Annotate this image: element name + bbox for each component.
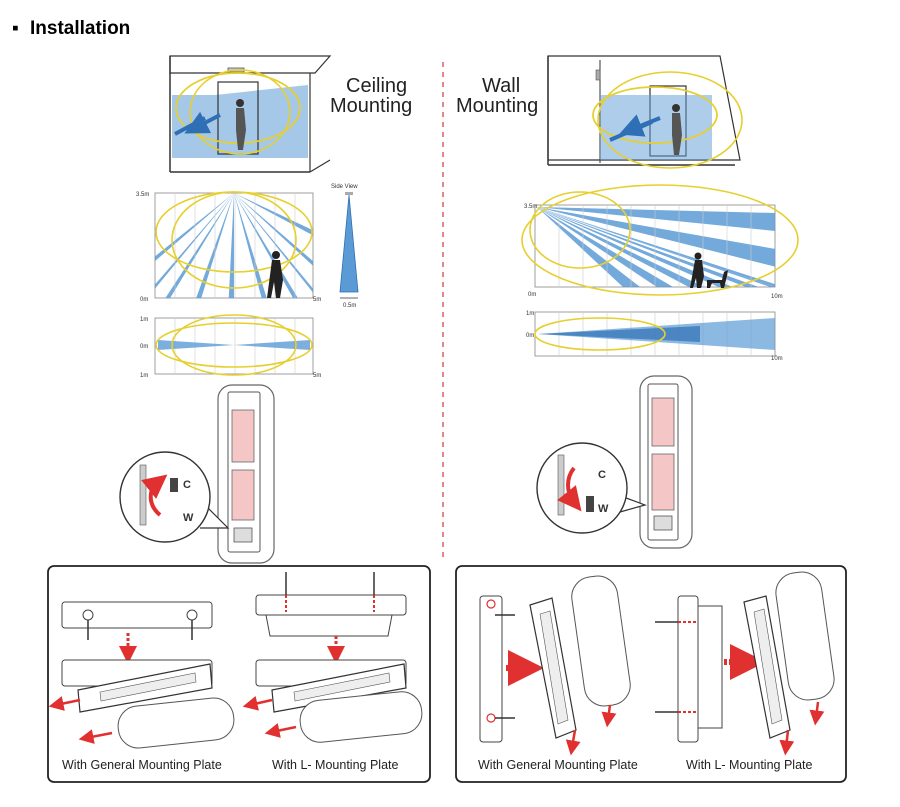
detection-beam [537, 207, 775, 267]
ceiling-height-label: 3.5m [136, 192, 149, 198]
wall-l-plate-illustration [655, 571, 835, 756]
detection-beam [537, 207, 775, 287]
detection-beam [537, 207, 641, 287]
detection-beam [537, 207, 705, 287]
section-title: Installation [30, 18, 130, 39]
section-bullet: ▪ [12, 18, 19, 39]
wall-dial-callout [536, 442, 647, 534]
wall-floor-label: 0m [528, 292, 536, 298]
detection-beam [234, 193, 298, 298]
detection-beam [196, 193, 234, 298]
detection-beam [155, 193, 234, 289]
caption-ceiling-l: With L- Mounting Plate [272, 758, 398, 772]
side-view-label: Side View [331, 184, 358, 190]
detection-beam [234, 193, 313, 236]
detection-beam [234, 193, 313, 293]
ceiling-top-label-mid: 0m [140, 344, 148, 350]
ceiling-dial-w: W [183, 512, 194, 524]
wall-dial-w: W [598, 503, 609, 515]
ceiling-dial-callout [119, 451, 230, 543]
detection-beam [234, 193, 267, 298]
detection-beam [537, 207, 733, 287]
ceiling-l-plate-illustration [242, 572, 423, 743]
ceiling-title-line2: Mounting [330, 95, 412, 117]
ceiling-width-label: 0.5m [343, 303, 356, 309]
wall-side-pattern [521, 184, 799, 296]
ceiling-floor-label: 0m [140, 297, 148, 303]
wall-room-illustration [547, 55, 743, 169]
wall-top-label-mid: 0m [526, 333, 534, 339]
caption-ceiling-general: With General Mounting Plate [62, 758, 222, 772]
wall-top-range-label: 10m [771, 356, 783, 362]
ceiling-room-illustration [169, 55, 332, 173]
wall-general-plate-illustration [479, 575, 631, 756]
ceiling-top-label-lower: 1m [140, 373, 148, 379]
caption-wall-l: With L- Mounting Plate [686, 758, 812, 772]
ceiling-side-pattern [154, 191, 314, 299]
detection-beam [537, 207, 775, 231]
wall-dial-c: C [598, 469, 606, 481]
ceiling-top-pattern [154, 314, 314, 376]
wall-height-label: 3.5m [524, 204, 537, 210]
ceiling-dial-c: C [183, 479, 191, 491]
ceiling-top-label-upper: 1m [140, 317, 148, 323]
caption-wall-general: With General Mounting Plate [478, 758, 638, 772]
detection-beam [537, 207, 674, 287]
wall-title-line1: Wall [482, 75, 520, 97]
ceiling-sensor-device [217, 384, 275, 564]
wall-range-label: 10m [771, 294, 783, 300]
wall-title-line2: Mounting [456, 95, 538, 117]
ceiling-title-line1: Ceiling [346, 75, 407, 97]
ceiling-general-plate-illustration [48, 601, 235, 749]
detection-beam [234, 193, 313, 266]
wall-sensor-device [639, 375, 693, 549]
detection-beam [165, 193, 234, 298]
detection-beam [537, 207, 759, 287]
ceiling-top-range-label: 5m [313, 373, 321, 379]
ceiling-range-label: 5m [313, 297, 321, 303]
wall-top-label-upper: 1m [526, 311, 534, 317]
ceiling-side-view-cone [339, 192, 359, 299]
wall-top-pattern [534, 311, 776, 357]
